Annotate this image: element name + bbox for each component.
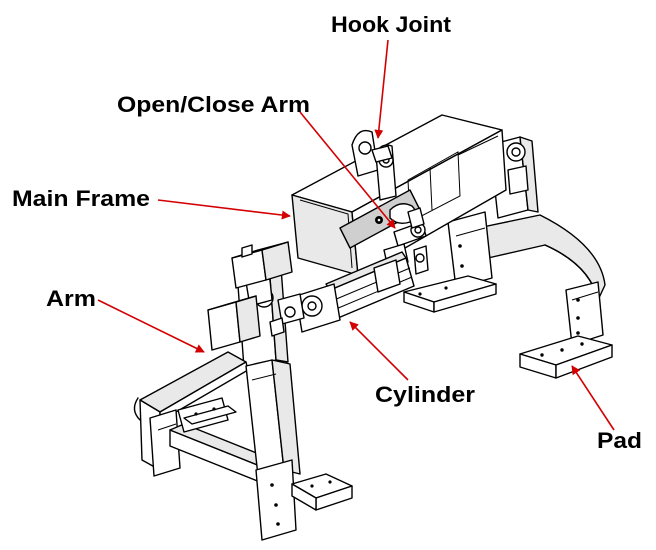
arrow-arm	[97, 299, 205, 353]
left-arm	[133, 351, 249, 477]
left-pad	[291, 473, 353, 511]
arrow-open-close-arm	[299, 111, 396, 229]
label-cylinder: Cylinder	[375, 382, 475, 407]
label-open-close-arm: Open/Close Arm	[117, 92, 310, 117]
label-main-frame: Main Frame	[12, 186, 150, 211]
right-arm	[477, 214, 606, 346]
left-gearbox	[207, 241, 293, 351]
cross-bar	[169, 397, 285, 487]
left-leg	[245, 359, 301, 541]
label-pad: Pad	[597, 428, 642, 453]
arrow-main-frame	[157, 199, 291, 220]
arrow-pad	[571, 365, 615, 431]
right-bracket	[403, 211, 497, 313]
arrow-hook-joint	[374, 39, 389, 139]
leader-lines	[97, 39, 615, 431]
right-pad	[519, 335, 613, 379]
labels: Hook Joint Open/Close Arm Main Frame Arm…	[12, 12, 642, 453]
hook-joint-part	[351, 129, 397, 201]
arrow-cylinder	[349, 321, 409, 381]
label-hook-joint: Hook Joint	[331, 12, 452, 37]
main-frame-body	[291, 114, 507, 276]
cylinder-part	[269, 251, 415, 337]
label-arm: Arm	[46, 286, 96, 311]
gripper-drawing	[133, 114, 613, 541]
